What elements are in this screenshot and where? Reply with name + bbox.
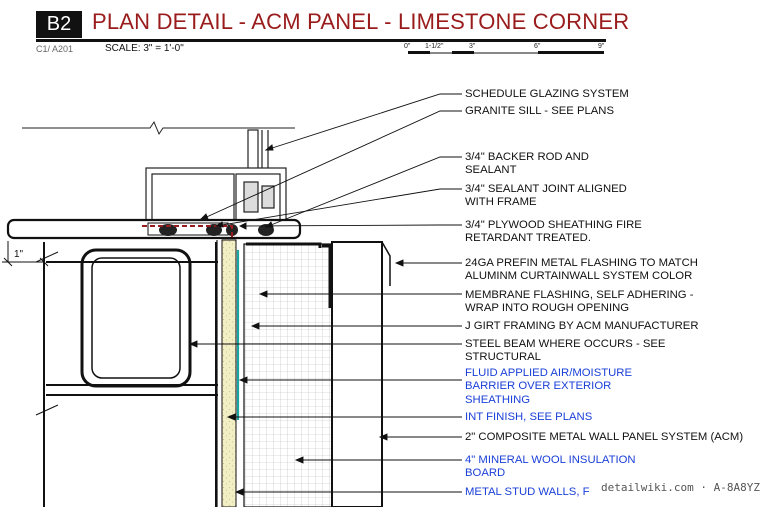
callout-label: INT FINISH, SEE PLANS bbox=[465, 411, 592, 424]
scale-tick-4: 9" bbox=[598, 43, 605, 50]
interior-wall bbox=[35, 242, 218, 507]
title-rule bbox=[36, 39, 606, 42]
callout-line: BARRIER OVER EXTERIOR bbox=[465, 380, 612, 393]
callout-line: METAL STUD WALLS, F bbox=[465, 486, 590, 498]
callout-line: MEMBRANE FLASHING, SELF ADHERING - bbox=[465, 289, 694, 301]
callout-line: STEEL BEAM WHERE OCCURS - SEE bbox=[465, 338, 666, 350]
callout-label: METAL STUD WALLS, F bbox=[465, 486, 590, 499]
callout-label: J GIRT FRAMING BY ACM MANUFACTURER bbox=[465, 320, 699, 333]
callout-line: WRAP INTO ROUGH OPENING bbox=[465, 302, 630, 315]
callout-line: 4" MINERAL WOOL INSULATION bbox=[465, 454, 636, 466]
plywood-sheathing bbox=[221, 239, 237, 507]
callout-line: 24GA PREFIN METAL FLASHING TO MATCH bbox=[465, 257, 698, 269]
watermark: detailwiki.com · A-8A8YZ bbox=[601, 481, 760, 494]
callout-label: 2" COMPOSITE METAL WALL PANEL SYSTEM (AC… bbox=[465, 431, 743, 444]
callout-line: RETARDANT TREATED. bbox=[465, 232, 591, 245]
break-line bbox=[22, 120, 295, 136]
callout-line: STRUCTURAL bbox=[465, 351, 541, 364]
scale-tick-3: 6" bbox=[534, 43, 541, 50]
callout-line: 3/4" SEALANT JOINT ALIGNED bbox=[465, 183, 627, 195]
callout-line: 3/4" BACKER ROD AND bbox=[465, 151, 589, 163]
scale-tick-1: 1-1/2" bbox=[425, 43, 444, 50]
scale-tick-0: 0" bbox=[404, 43, 411, 50]
callout-label: GRANITE SILL - SEE PLANS bbox=[465, 105, 614, 118]
callout-label: SCHEDULE GLAZING SYSTEM bbox=[465, 88, 629, 101]
sheet-reference: C1/ A201 bbox=[36, 44, 74, 54]
callout-line: INT FINISH, SEE PLANS bbox=[465, 411, 593, 423]
detail-badge: B2 bbox=[36, 11, 82, 38]
leader-lines bbox=[188, 93, 462, 496]
scale-bar bbox=[408, 51, 604, 54]
callout-label: MEMBRANE FLASHING, SELF ADHERING -WRAP I… bbox=[465, 289, 694, 316]
callout-line: FLUID APPLIED AIR/MOISTURE bbox=[465, 367, 632, 379]
callout-line: J GIRT FRAMING BY ACM MANUFACTURER bbox=[465, 320, 699, 332]
callout-line: SHEATHING bbox=[465, 393, 531, 406]
callout-line: 3/4" PLYWOOD SHEATHING FIRE bbox=[465, 219, 642, 231]
callout-line: 2" COMPOSITE METAL WALL PANEL SYSTEM (AC… bbox=[465, 431, 744, 443]
granite-sill bbox=[6, 218, 302, 240]
scale-label: SCALE: 3" = 1'-0" bbox=[105, 43, 184, 54]
callout-line: GRANITE SILL - SEE PLANS bbox=[465, 105, 614, 117]
scale-tick-2: 3" bbox=[469, 43, 476, 50]
callout-line: BOARD bbox=[465, 467, 506, 480]
mineral-wool-insulation bbox=[243, 243, 333, 507]
callout-line: ALUMINM CURTAINWALL SYSTEM COLOR bbox=[465, 270, 693, 283]
glazing-mullion bbox=[145, 129, 287, 227]
acm-panel bbox=[246, 241, 391, 507]
callout-line: WITH FRAME bbox=[465, 196, 537, 209]
page-title: PLAN DETAIL - ACM PANEL - LIMESTONE CORN… bbox=[92, 9, 630, 34]
callout-line: SCHEDULE GLAZING SYSTEM bbox=[465, 88, 629, 100]
dimension-line bbox=[2, 241, 49, 267]
dimension-note: 1" bbox=[14, 249, 24, 260]
callout-line: SEALANT bbox=[465, 164, 517, 177]
